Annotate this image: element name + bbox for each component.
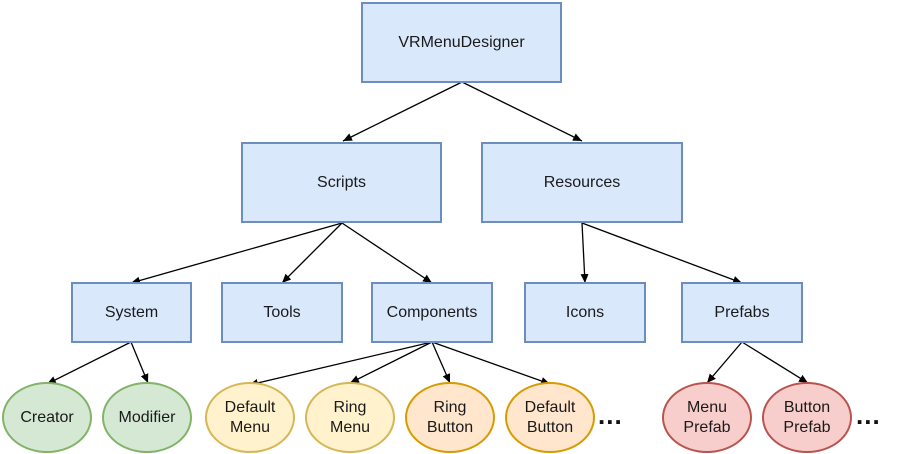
edge-scripts-system [130, 222, 343, 285]
node-ring-menu: Ring Menu [305, 382, 395, 453]
edge-system-creator [46, 341, 132, 385]
edge-components-default-menu [248, 341, 433, 387]
node-button-prefab: Button Prefab [762, 382, 852, 453]
node-modifier: Modifier [102, 382, 192, 453]
node-icons: Icons [524, 282, 646, 343]
node-tools: Tools [221, 282, 343, 343]
edge-components-ring-menu [349, 341, 433, 384]
node-system: System [71, 282, 192, 343]
edge-prefabs-button-prefab [741, 341, 809, 384]
node-creator: Creator [2, 382, 92, 453]
edge-root-resources [461, 81, 583, 142]
node-menu-prefab: Menu Prefab [662, 382, 752, 453]
edge-system-modifier [130, 341, 149, 384]
ellipsis-prefabs: ... [856, 400, 881, 430]
edge-resources-prefabs [581, 222, 743, 284]
node-default-button: Default Button [505, 382, 595, 453]
node-scripts: Scripts [241, 142, 442, 223]
edge-root-scripts [342, 81, 463, 142]
edge-resources-icons [580, 222, 589, 284]
node-default-menu: Default Menu [205, 382, 295, 453]
node-components: Components [371, 282, 493, 343]
edge-scripts-tools [281, 222, 343, 284]
node-ring-button: Ring Button [405, 382, 495, 453]
node-resources: Resources [481, 142, 683, 223]
edge-prefabs-menu-prefab [706, 341, 743, 384]
edge-components-ring-button [431, 341, 451, 384]
edge-scripts-components [341, 222, 433, 284]
edge-components-default-button [431, 341, 551, 385]
node-vrmenudesigner: VRMenuDesigner [361, 2, 562, 83]
node-prefabs: Prefabs [681, 282, 803, 343]
ellipsis-components: ... [598, 400, 623, 430]
